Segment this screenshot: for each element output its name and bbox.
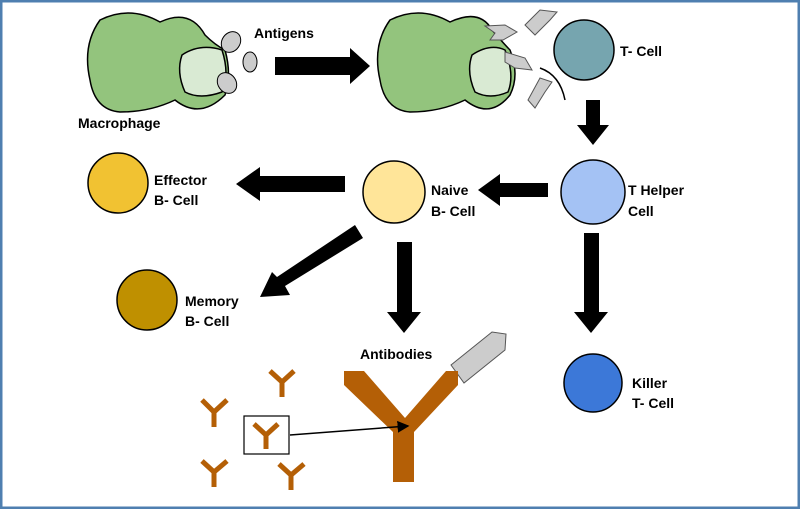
nucleus [178, 46, 227, 97]
label-effector-2: B- Cell [154, 192, 198, 208]
killer-t-cell [563, 353, 623, 413]
antigen [216, 72, 238, 94]
antibody-small [200, 398, 229, 427]
antigen [504, 51, 533, 71]
arrow-down [387, 242, 421, 333]
nucleus [468, 46, 512, 97]
antigen [524, 9, 559, 36]
effector-b-cell [87, 152, 149, 214]
antigen [483, 24, 518, 41]
label-naive-2: B- Cell [431, 203, 475, 219]
label-naive-1: Naive [431, 182, 469, 198]
label-macrophage: Macrophage [78, 115, 161, 131]
arrow-diagonal [260, 225, 363, 297]
label-t-helper-2: Cell [628, 203, 654, 219]
label-t-helper-1: T Helper [628, 182, 685, 198]
arrow-left [478, 174, 548, 206]
naive-b-cell [362, 160, 426, 224]
t-helper-cell [560, 159, 626, 225]
arrow-left [236, 167, 345, 201]
label-t-cell: T- Cell [620, 43, 662, 59]
label-antigens: Antigens [254, 25, 314, 41]
highlight-box [243, 415, 290, 455]
macrophage-presenting [376, 9, 566, 113]
label-memory-1: Memory [185, 293, 239, 309]
label-antibodies: Antibodies [360, 346, 433, 362]
memory-b-cell [116, 269, 178, 331]
antigen [220, 31, 242, 53]
antibody-small [277, 462, 306, 490]
arrow-down [577, 100, 609, 145]
antibody-small [268, 369, 296, 397]
label-killer-2: T- Cell [632, 395, 674, 411]
antigen [527, 77, 553, 109]
macrophage-cell [86, 12, 258, 113]
t-cell [553, 19, 615, 81]
arrow-right [275, 48, 370, 84]
zoom-arrow [289, 420, 410, 436]
antigen [450, 331, 507, 384]
arrow-down [574, 233, 608, 333]
antibody-small [200, 459, 229, 487]
antibody-small [252, 422, 280, 449]
label-effector-1: Effector [154, 172, 207, 188]
antibodies-small [200, 369, 306, 490]
label-killer-1: Killer [632, 375, 668, 391]
antigen [242, 51, 258, 73]
label-memory-2: B- Cell [185, 313, 229, 329]
